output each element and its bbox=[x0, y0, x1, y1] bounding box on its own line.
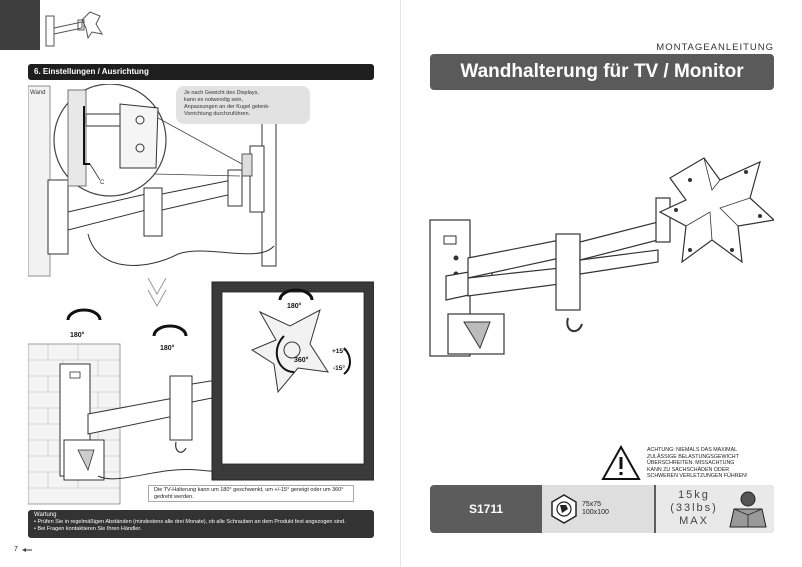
corner-block bbox=[0, 0, 40, 50]
tilt-up-label: +15° bbox=[332, 348, 346, 355]
weight-panel: 15kg (33lbs) MAX bbox=[656, 485, 774, 533]
rotation-caption: Die TV-Halterung kann um 180° geschwenkt… bbox=[148, 485, 354, 502]
document-type: MONTAGEANLEITUNG bbox=[656, 42, 774, 53]
wall-label: Wand bbox=[30, 90, 46, 96]
vesa-panel: 75x75 100x100 bbox=[542, 485, 654, 533]
callout-c-label: C bbox=[100, 180, 105, 186]
max-load-kg: 15kg bbox=[678, 489, 710, 501]
page-title: Wandhalterung für TV / Monitor bbox=[430, 54, 774, 90]
vesa-size: 100x100 bbox=[582, 509, 609, 516]
rotation-label-monitor: 180° bbox=[287, 303, 302, 310]
page-number: 7 bbox=[14, 546, 18, 553]
warning-text: ACHTUNG: NIEMALS DAS MAXIMAL ZULÄSSIGE B… bbox=[647, 447, 748, 479]
wall-mount-illustration bbox=[429, 157, 774, 357]
warning-icon bbox=[601, 445, 641, 480]
adjustment-illustration-top bbox=[28, 84, 277, 277]
vesa-pattern-icon bbox=[551, 494, 577, 524]
maintenance-item: • Prüfen Sie in regelmäßigen Abständen (… bbox=[34, 519, 346, 525]
page-divider bbox=[400, 0, 401, 567]
maintenance-item: • Bei Fragen kontaktieren Sie Ihren Händ… bbox=[34, 526, 142, 532]
maintenance-title: Wartung bbox=[34, 512, 57, 518]
down-arrow-icon bbox=[147, 277, 167, 308]
rotation-illustration bbox=[28, 281, 374, 505]
weight-load-icon bbox=[729, 491, 767, 528]
section-title: 6. Einstellungen / Ausrichtung bbox=[28, 64, 374, 80]
maintenance-box: Wartung • Prüfen Sie in regelmäßigen Abs… bbox=[28, 510, 374, 538]
spec-bar: S1711 75x75 100x100 15kg (33lbs) MAX bbox=[430, 485, 774, 533]
max-load-label: MAX bbox=[679, 515, 709, 527]
max-load-lbs: (33lbs) bbox=[670, 502, 718, 514]
mount-thumbnail-icon bbox=[45, 11, 104, 47]
model-number: S1711 bbox=[468, 502, 504, 516]
vesa-size: 75x75 bbox=[582, 501, 602, 508]
rotation-label-left: 180° bbox=[70, 332, 85, 339]
tilt-down-label: -15° bbox=[333, 365, 345, 372]
max-load-text: 15kg (33lbs) MAX bbox=[662, 489, 726, 528]
rotation-360-label: 360° bbox=[294, 357, 309, 364]
page-arrow-icon bbox=[22, 548, 32, 552]
adjustment-note: Je nach Gewicht des Displays, kann es no… bbox=[176, 86, 310, 124]
rotation-label-center: 180° bbox=[160, 345, 175, 352]
